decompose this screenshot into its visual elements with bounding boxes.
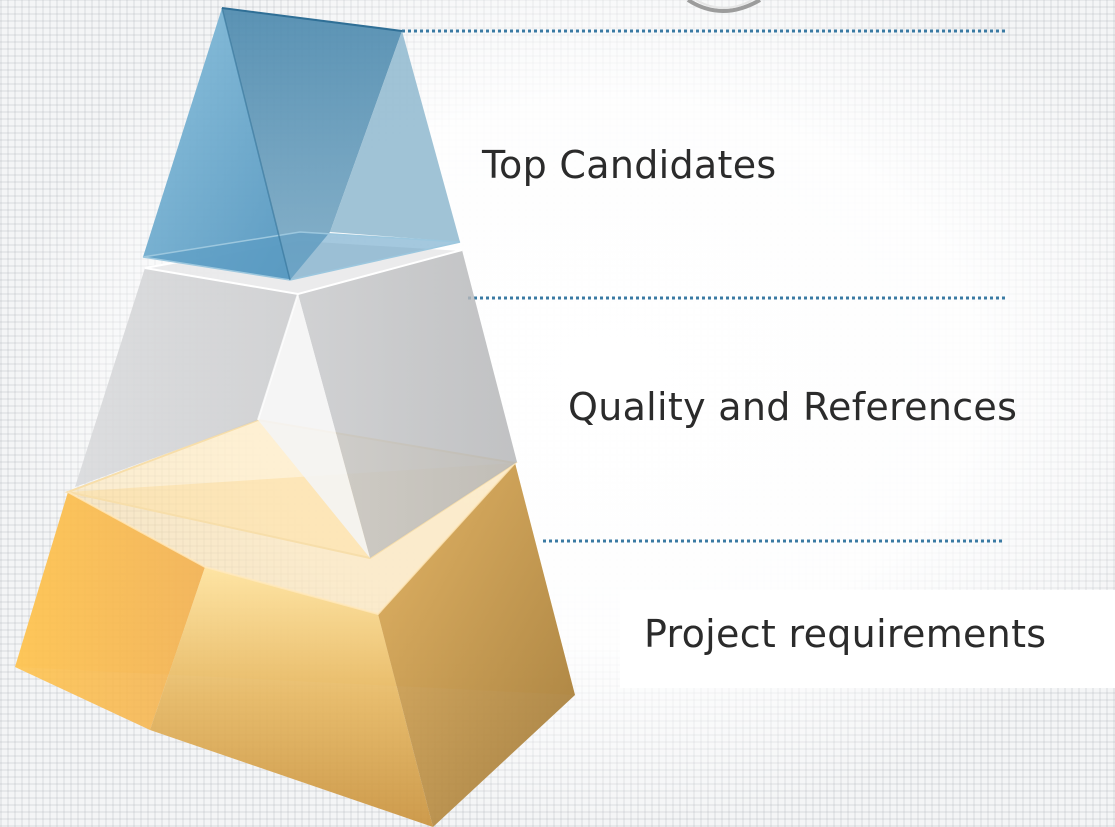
tier-middle-right-face	[298, 250, 517, 558]
tier-top-side-face	[330, 31, 460, 242]
tier-top-base-face	[142, 231, 461, 281]
tier-top	[142, 7, 461, 281]
bezel-arc	[686, 0, 762, 13]
tier-middle-center-face	[258, 294, 370, 558]
label-backdrop	[620, 590, 1115, 688]
tier-bottom-right-face	[378, 463, 575, 827]
leader-lines	[402, 29, 1005, 543]
tier-top-left-face	[143, 8, 290, 280]
tier-label-middle: Quality and References	[568, 385, 1018, 429]
tier-label-top: Top Candidates	[482, 143, 777, 187]
tier-top-right-face	[222, 8, 402, 280]
tier-bottom-front-face	[150, 567, 433, 827]
tier-middle-left-face	[75, 268, 298, 487]
tier-bottom-left-face	[15, 492, 205, 730]
tier-label-bottom: Project requirements	[644, 612, 1047, 656]
tier-bottom	[15, 418, 575, 827]
